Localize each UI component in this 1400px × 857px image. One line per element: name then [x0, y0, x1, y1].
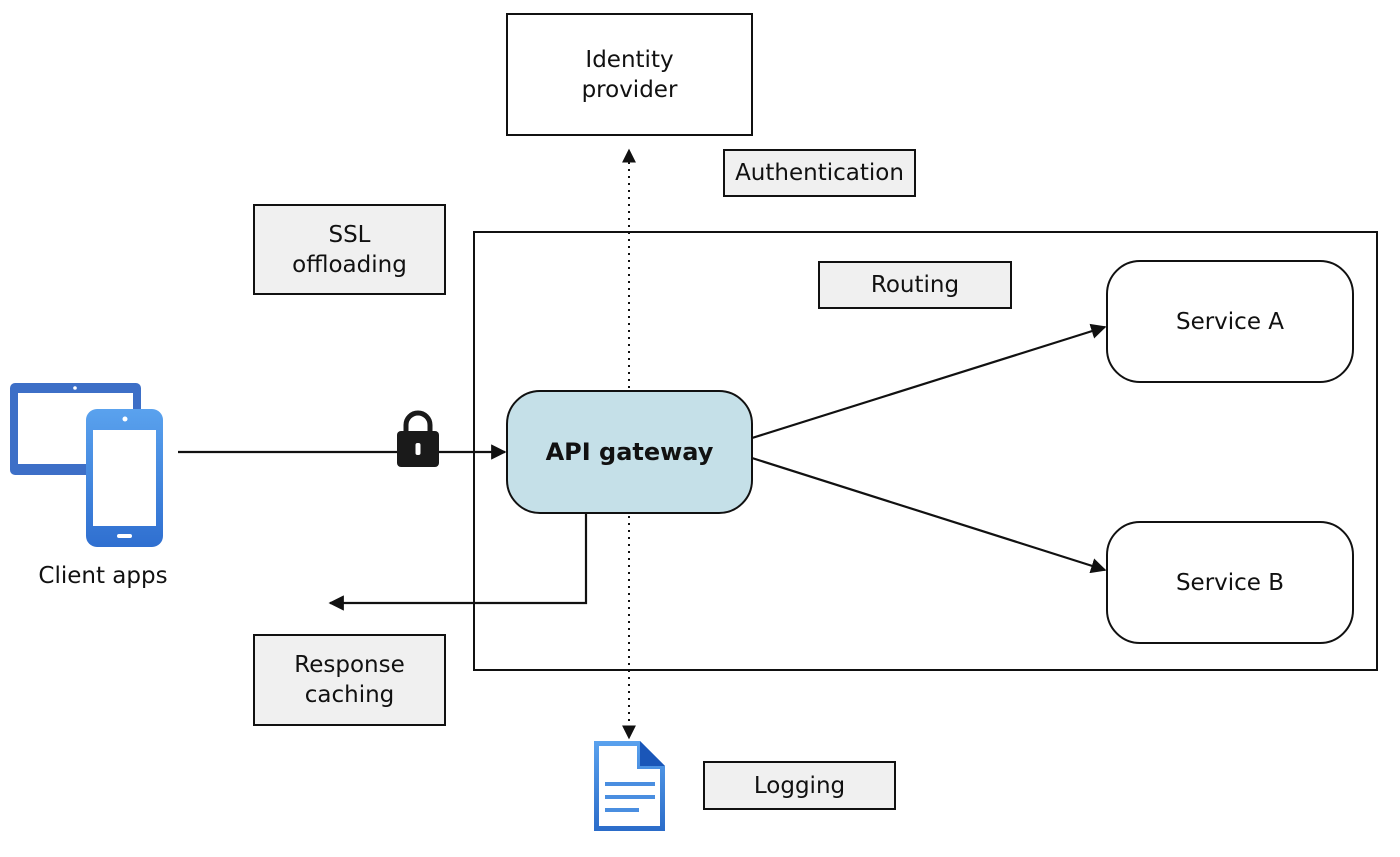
- lock-icon: [397, 410, 439, 467]
- ssl-offloading-label: SSL offloading: [253, 204, 446, 295]
- response-caching-label: Response caching: [253, 634, 446, 726]
- gateway-to-service-b-arrow: [751, 456, 1107, 574]
- gateway-to-service-a-arrow: [751, 323, 1107, 440]
- tablet-phone-icon: [10, 383, 163, 547]
- service-b-box: Service B: [1106, 521, 1354, 644]
- service-a-box: Service A: [1106, 260, 1354, 383]
- document-icon: [594, 741, 665, 831]
- response-caching-arrow: [328, 514, 588, 611]
- logging-label: Logging: [703, 761, 896, 810]
- api-gateway-box: API gateway: [506, 390, 753, 514]
- identity-provider-box: Identity provider: [506, 13, 753, 136]
- routing-label: Routing: [818, 261, 1012, 309]
- gateway-boundary: [473, 231, 1378, 671]
- client-apps-caption: Client apps: [38, 563, 168, 589]
- authentication-label: Authentication: [723, 149, 916, 197]
